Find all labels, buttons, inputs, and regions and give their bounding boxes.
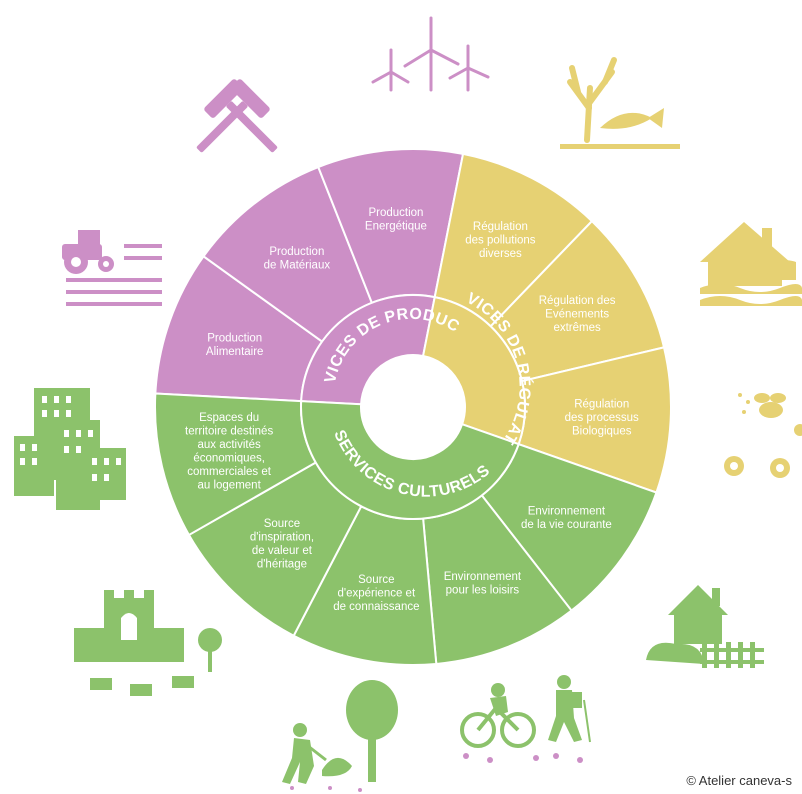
inner-ring bbox=[300, 294, 526, 520]
cyclist-and-hiker-icon bbox=[460, 675, 591, 763]
city-buildings-icon bbox=[14, 388, 126, 510]
castle-and-cows-icon bbox=[74, 590, 222, 696]
credit-text: © Atelier caneva-s bbox=[686, 773, 792, 788]
tractor-and-fields-icon bbox=[62, 230, 162, 306]
crossed-hammers-icon bbox=[196, 79, 278, 153]
house-with-fence-icon bbox=[646, 585, 764, 668]
center-hole bbox=[361, 355, 465, 459]
dead-tree-and-fish-icon bbox=[560, 57, 680, 149]
gardener-and-tree-icon bbox=[282, 680, 398, 792]
flooded-house-icon bbox=[700, 222, 802, 306]
bee-and-flowers-icon bbox=[724, 393, 802, 478]
wind-turbines-icon bbox=[371, 16, 490, 92]
